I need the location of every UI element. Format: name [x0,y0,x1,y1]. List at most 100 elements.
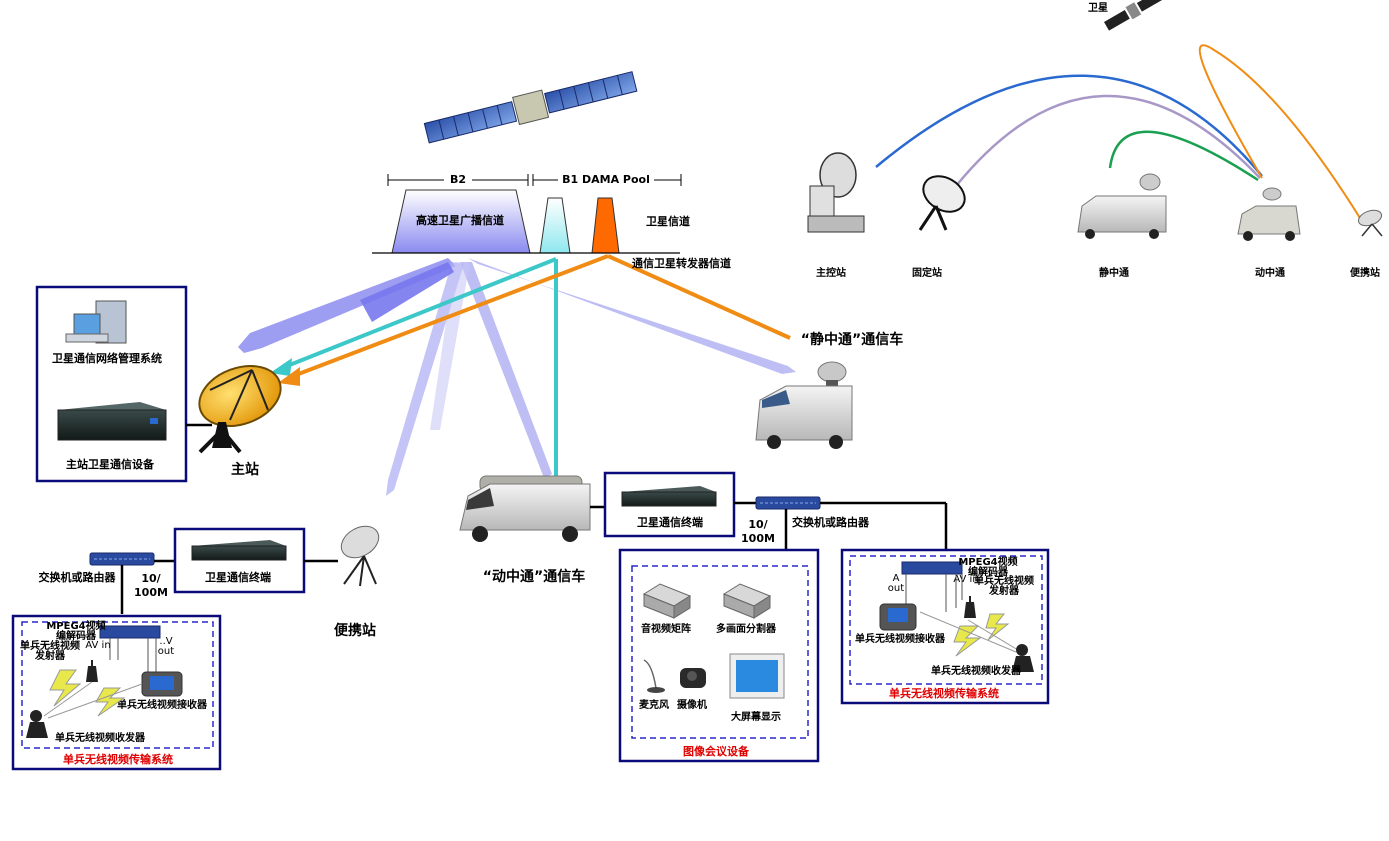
legend-master-icon [807,152,865,233]
legend-portable-icon [1357,209,1383,237]
tx-left-antenna-icon [86,660,98,682]
mpeg4-left-icon [99,625,161,639]
moving-car-icon [459,475,591,542]
beam-to-moving-car [460,262,552,478]
microphone-icon [643,659,665,693]
nms-label: 卫星通信网络管理系统 [52,351,162,365]
switch-left-label: 交换机或路由器 [39,570,117,584]
soldier-sys-right-box [840,548,1050,705]
legend-master-label: 主控站 [816,266,846,279]
tx-left-label: 单兵无线视频发射器 [20,639,80,662]
beam-wide [430,262,470,430]
mpeg4-right-icon [901,561,963,575]
cyan-channel-block [539,197,571,254]
speed-left-label-2: 100M [134,586,168,599]
mic-label: 麦克风 [639,698,669,711]
master-station-box [35,285,188,483]
multi-split-icon [722,583,772,619]
orange-link-master [287,254,609,380]
arc-blue [875,74,1263,177]
satellite-beams [238,254,796,496]
terminal-right-device-icon [621,486,717,507]
sat-channel-label: 卫星信道 [646,214,690,228]
soldier-left-icon [26,710,48,738]
terminal-left-device-icon [191,540,287,561]
master-dish-icon [198,365,282,454]
soldier-sys-left-label: 单兵无线视频传输系统 [63,752,173,766]
soldier-right-icon [1012,644,1034,672]
computer-icon [65,300,127,344]
rx-right-icon [879,603,917,631]
switch-right-label: 交换机或路由器 [792,515,870,529]
legend-fixed-label: 固定站 [912,266,942,279]
moving-car-label: “动中通”通信车 [483,568,585,585]
transponder-label: 通信卫星转发器信道 [632,256,731,270]
speed-left-label-1: 10/ [141,572,161,585]
legend-static-label: 静中通 [1099,266,1129,279]
channel-diagram: B2 B1 DAMA Pool 高速卫星广播信道 卫星信道 通信卫星转发器信道 [372,172,731,270]
master-equipment-icon [57,402,167,441]
terminal-left-label: 卫星通信终端 [205,570,271,584]
static-car-icon [755,361,853,449]
broadcast-channel-label: 高速卫星广播信道 [416,213,504,227]
beam-to-portable [386,262,464,496]
switch-right-icon [755,496,821,510]
static-car-label: “静中通”通信车 [801,331,903,348]
soldier-sys-left-box [11,614,222,771]
legend-satellite-label: 卫星 [1088,2,1108,14]
big-screen-label: 大屏幕显示 [731,710,781,723]
video-conf-box [618,548,820,763]
portable-dish-icon [340,525,380,587]
legend-portable-label: 便携站 [1350,266,1380,279]
rx-right-label: 单兵无线视频接收器 [855,632,946,645]
rx-left-icon [141,671,183,697]
av-matrix-icon [642,583,692,619]
b1-dama-label: B1 DAMA Pool [562,173,650,186]
tx-right-label: 单兵无线视频发射器 [974,574,1034,597]
video-conf-label: 图像会议设备 [683,744,750,758]
legend-moving-icon [1237,187,1301,241]
lightning-right-icon [953,613,1010,657]
transceiver-left-label: 单兵无线视频收发器 [55,731,146,744]
legend-panel: 卫星 主控站 固定站 静中通 [807,0,1383,279]
big-screen-icon [729,653,785,699]
av-in-left-label: AV in [85,640,110,651]
camera-label: 摄像机 [677,698,707,711]
tx-right-antenna-icon [964,596,976,618]
av-in-right-label: AV in [953,574,978,585]
cyan-link-master [281,257,557,370]
arc-green [1108,130,1259,182]
portable-label: 便携站 [334,622,376,639]
b2-label: B2 [450,173,466,186]
terminal-right-label: 卫星通信终端 [637,515,703,529]
orange-channel-block [591,197,620,254]
switch-left-icon [89,552,155,566]
legend-fixed-icon [918,175,966,231]
arc-orange [1198,44,1361,219]
soldier-sys-right-label: 单兵无线视频传输系统 [889,686,999,700]
speed-right-label-2: 100M [741,532,775,545]
orange-link-static [607,254,791,340]
lightning-left-icon [49,669,126,717]
legend-moving-label: 动中通 [1255,266,1285,279]
beam-to-static-car [468,258,796,374]
master-station-label: 主站 [231,461,259,478]
satellite-icon [423,71,638,144]
legend-satellite-icon [1104,0,1163,31]
arc-purple [955,94,1261,187]
camera-icon [680,668,706,688]
transceiver-right-label: 单兵无线视频收发器 [931,664,1022,677]
av-matrix-label: 音视频矩阵 [641,622,691,635]
rx-left-label: 单兵无线视频接收器 [117,698,208,711]
multi-split-label: 多画面分割器 [716,622,777,635]
mpeg4-right-label: MPEG4视频编解码器 [958,555,1017,578]
terminal-right-box [603,471,736,538]
legend-static-icon [1077,173,1167,239]
speed-right-label-1: 10/ [748,518,768,531]
beam-to-master [238,258,456,353]
mpeg4-left-label: MPEG4视频编解码器 [46,619,105,642]
master-equip-label: 主站卫星通信设备 [66,457,155,471]
